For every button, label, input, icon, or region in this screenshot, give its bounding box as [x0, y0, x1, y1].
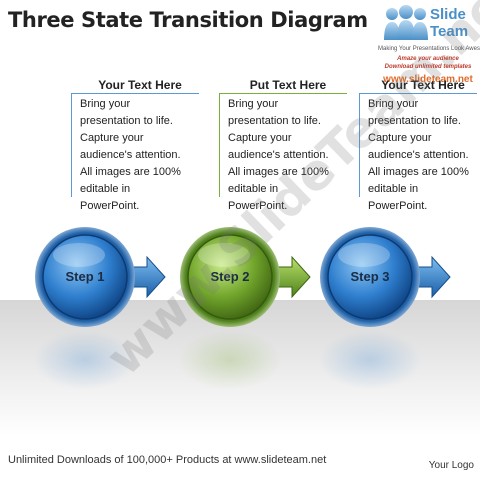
page-title: Three State Transition Diagram	[8, 8, 368, 32]
body-line: audience's attention.	[80, 149, 181, 161]
step-label: Step 3	[350, 269, 390, 284]
reflective-floor	[0, 300, 480, 480]
body-line: presentation to life.	[368, 115, 461, 127]
body-line: editable in	[228, 183, 279, 195]
text-column-2: Put Text Here Bring your presentation to…	[219, 78, 347, 215]
people-logo-icon	[384, 5, 428, 40]
body-line: All images are 100%	[368, 166, 469, 178]
logo-word-line2: Team	[430, 23, 469, 40]
step-3-reflection	[318, 330, 422, 390]
body-line: All images are 100%	[80, 166, 181, 178]
your-logo-placeholder: Your Logo	[428, 460, 474, 471]
step-1-reflection	[33, 330, 137, 390]
step-3-node: Step 3	[318, 225, 458, 330]
body-line: All images are 100%	[228, 166, 329, 178]
step-2-node: Step 2	[178, 225, 318, 330]
body-line: editable in	[368, 183, 419, 195]
footer-text: Unlimited Downloads of 100,000+ Products…	[8, 454, 327, 466]
column-heading: Your Text Here	[381, 78, 465, 92]
logo-word-line1: Slide	[430, 6, 466, 23]
column-body: Bring your presentation to life. Capture…	[71, 96, 199, 215]
body-line: presentation to life.	[228, 115, 321, 127]
text-column-3: Your Text Here Bring your presentation t…	[359, 78, 477, 215]
step-label: Step 1	[65, 269, 105, 284]
column-heading: Put Text Here	[249, 78, 327, 92]
body-line: audience's attention.	[368, 149, 469, 161]
logo-url: www.slideteam.net	[383, 74, 473, 85]
body-line: Capture your	[368, 132, 432, 144]
connector-line	[219, 93, 347, 197]
body-line: PowerPoint.	[368, 200, 428, 212]
column-heading: Your Text Here	[98, 78, 182, 92]
connector-line	[359, 93, 477, 197]
body-line: Bring your	[228, 98, 279, 110]
body-line: PowerPoint.	[228, 200, 288, 212]
body-line: editable in	[80, 183, 131, 195]
logo-promo-2: Download unlimited templates	[384, 64, 472, 70]
step-1-node: Step 1	[33, 225, 173, 330]
body-line: PowerPoint.	[80, 200, 140, 212]
blue-circle-arrow-icon	[35, 227, 166, 327]
body-line: Capture your	[80, 132, 144, 144]
text-column-1: Your Text Here Bring your presentation t…	[71, 78, 199, 215]
connector-line	[71, 93, 199, 197]
blue-circle-arrow-icon	[320, 227, 451, 327]
body-line: presentation to life.	[80, 115, 173, 127]
body-line: Bring your	[368, 98, 419, 110]
body-line: Bring your	[80, 98, 131, 110]
column-body: Bring your presentation to life. Capture…	[219, 96, 347, 215]
body-line: Capture your	[228, 132, 292, 144]
step-2-reflection	[178, 330, 282, 390]
slideteam-logo: Slide Team Making Your Presentations Loo…	[378, 4, 480, 85]
step-label: Step 2	[210, 269, 250, 284]
logo-tagline: Making Your Presentations Look Awesome	[378, 46, 480, 52]
body-line: audience's attention.	[228, 149, 329, 161]
logo-promo-1: Amaze your audience	[397, 56, 459, 62]
green-circle-arrow-icon	[180, 227, 311, 327]
logo-wordmark: Slide Team	[430, 6, 468, 40]
column-body: Bring your presentation to life. Capture…	[359, 96, 477, 215]
